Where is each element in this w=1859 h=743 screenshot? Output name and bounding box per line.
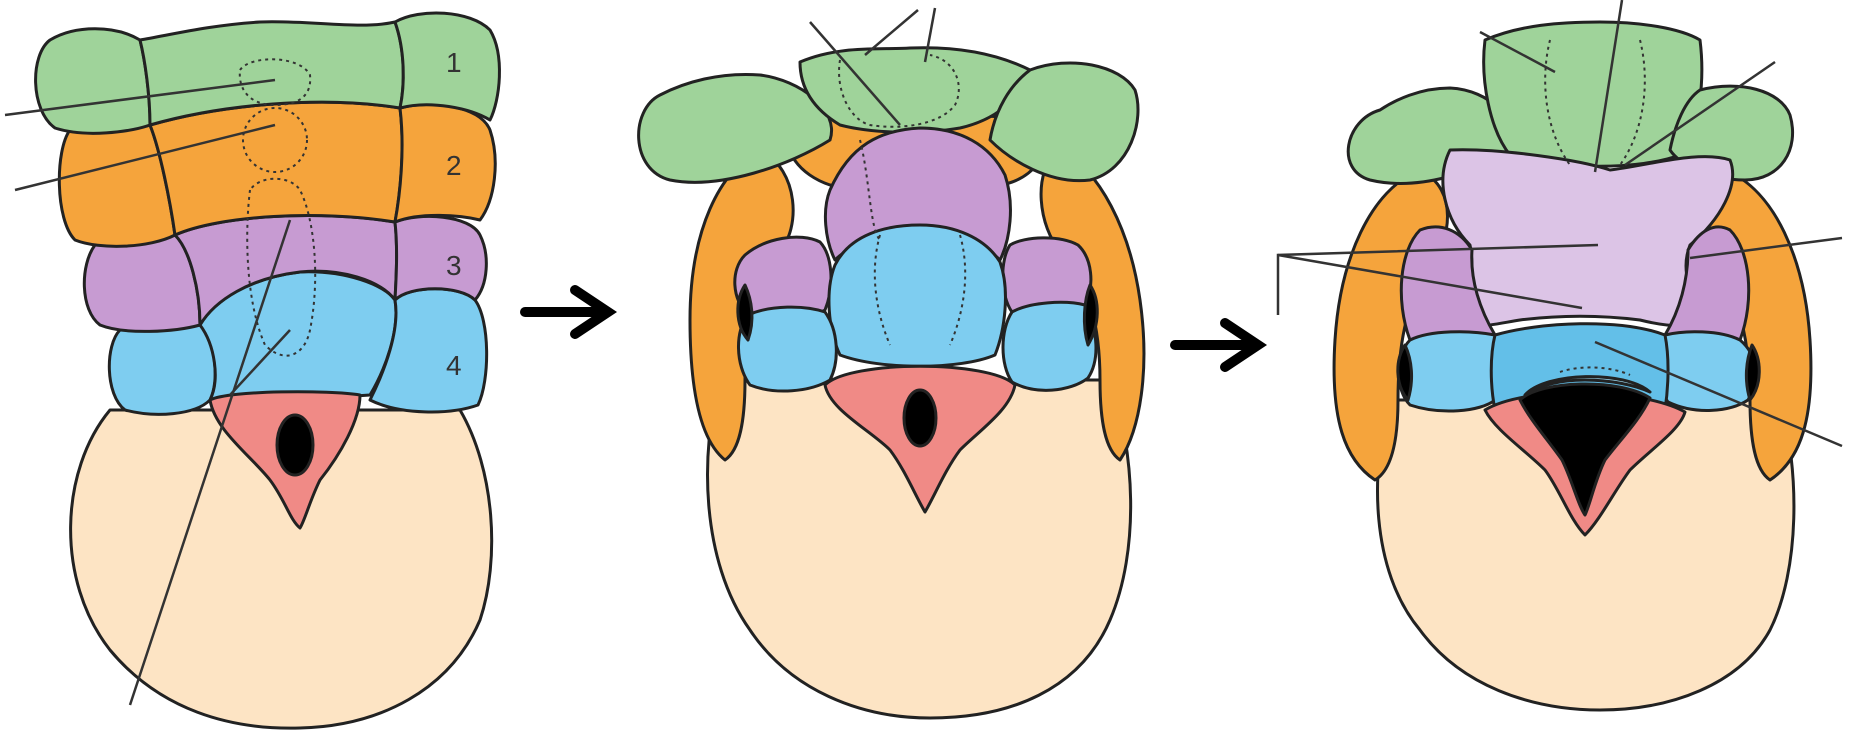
stage-1-arch3-right bbox=[395, 216, 486, 300]
stage-2-stomodeum-opening bbox=[904, 390, 936, 446]
arch-number-1: 1 bbox=[446, 47, 462, 78]
stage-3-arch4-right bbox=[1658, 332, 1756, 411]
stage-3-arch4-left bbox=[1399, 332, 1502, 411]
stage-3-left-cleft bbox=[1398, 345, 1412, 400]
arch-number-2: 2 bbox=[446, 150, 462, 181]
arch-number-3: 3 bbox=[446, 250, 462, 281]
stage-1-arch1-left bbox=[36, 29, 150, 134]
stage-1-arch2-center bbox=[150, 102, 402, 235]
stage-1-embryo: 1 2 3 4 bbox=[36, 13, 500, 728]
stage-1-arch4-left bbox=[109, 319, 215, 414]
stage-2-embryo bbox=[639, 48, 1144, 718]
stage-3-arch1-center bbox=[1484, 22, 1702, 166]
stage-2-arch4-center bbox=[829, 225, 1005, 366]
stage-2-arch4-right bbox=[1003, 302, 1096, 390]
arrow-stage2-to-stage3 bbox=[1175, 323, 1258, 367]
arch-number-4: 4 bbox=[446, 350, 462, 381]
stage-1-stomodeum-opening bbox=[277, 415, 313, 475]
stage-3-embryo bbox=[1334, 22, 1811, 710]
arrow-stage1-to-stage2 bbox=[525, 290, 608, 334]
